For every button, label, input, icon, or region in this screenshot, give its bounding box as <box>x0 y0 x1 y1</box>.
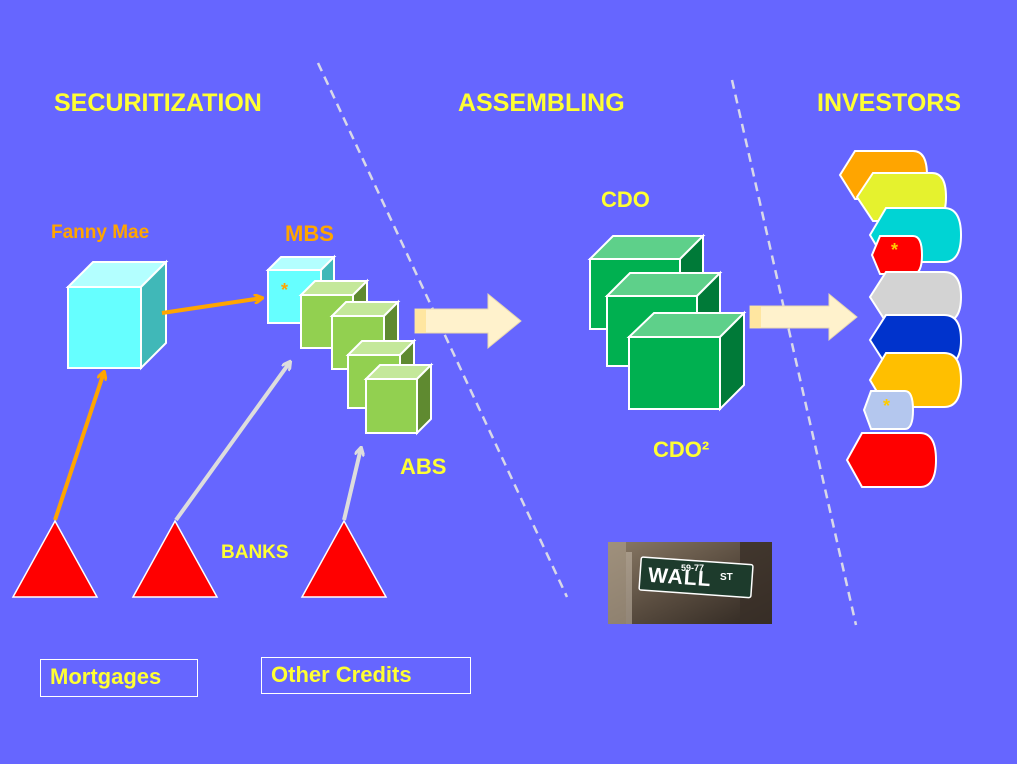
wall-sign-number: ←59-77 <box>672 563 705 573</box>
mbs-star-icon: * <box>281 280 289 300</box>
other-credit-triangle <box>300 519 388 598</box>
wall-street-photo <box>608 542 772 624</box>
wall-sign-suffix: ST <box>720 572 733 583</box>
other-credits-label: Other Credits <box>271 662 412 687</box>
investor-stack <box>838 150 963 488</box>
wall-sign-name: WALL <box>647 563 713 592</box>
abs-cube-4 <box>363 362 434 436</box>
arrow-banks-to-mbs <box>174 362 290 522</box>
investor-star-icon-red: * <box>891 240 899 260</box>
mortgage-triangle <box>11 519 99 598</box>
other-credits-box: Other Credits <box>261 657 471 694</box>
label-mbs: MBS <box>285 221 334 246</box>
block-arrow-to-investors <box>749 292 858 342</box>
label-cdo-squared: CDO² <box>653 437 710 462</box>
mortgages-box: Mortgages <box>40 659 198 697</box>
mortgages-label: Mortgages <box>50 664 162 689</box>
label-banks: BANKS <box>221 542 289 563</box>
block-arrow-to-cdo <box>414 292 522 350</box>
investor-tag-red-large <box>845 432 938 488</box>
separator-line-right <box>730 79 858 626</box>
arrow-other-to-abs <box>342 448 361 521</box>
heading-assembling: ASSEMBLING <box>458 89 625 117</box>
arrow-fanny-to-mbs <box>161 298 262 315</box>
label-cdo: CDO <box>601 187 650 212</box>
investor-star-icon-lightblue: * <box>883 396 891 416</box>
label-fanny-mae: Fanny Mae <box>51 222 150 243</box>
heading-investors: INVESTORS <box>817 89 962 117</box>
arrow-mortgages-to-fanny <box>53 372 104 521</box>
investor-tag-lightblue <box>862 390 915 430</box>
fanny-mae-cube <box>65 259 169 371</box>
bank-triangle <box>131 519 219 598</box>
wall-sign-number-text: 59-77 <box>681 563 705 573</box>
separator-line-left <box>316 62 569 598</box>
heading-securitization: SECURITIZATION <box>54 89 262 117</box>
cdo-cube-3 <box>626 310 747 412</box>
label-abs: ABS <box>400 454 447 479</box>
